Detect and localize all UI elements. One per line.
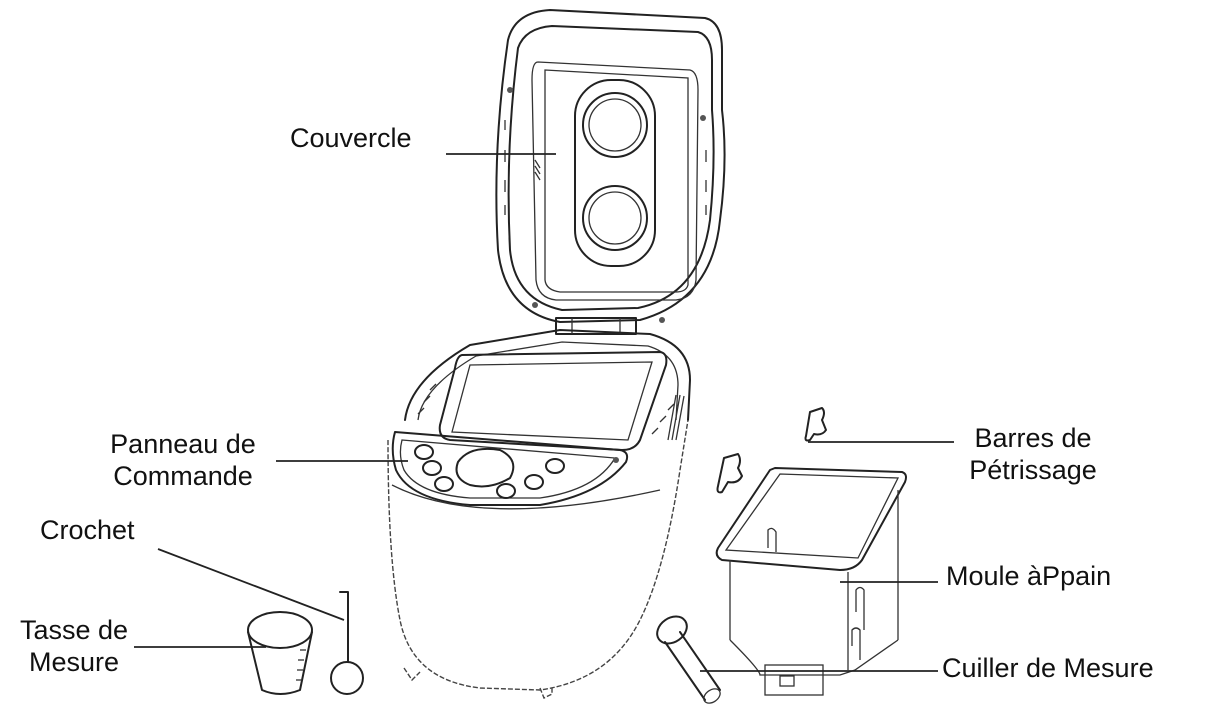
hook-drawing <box>330 591 364 695</box>
label-panneau-line1: Panneau de <box>110 429 256 459</box>
machine-body-drawing <box>387 329 691 699</box>
label-panneau-line2: Commande <box>113 461 253 491</box>
lid-drawing <box>495 9 726 335</box>
label-barres-line1: Barres de <box>974 423 1092 453</box>
label-panneau-de-commande: Panneau de Commande <box>88 428 278 492</box>
kneading-bars-drawing <box>716 407 827 494</box>
label-couvercle: Couvercle <box>290 123 412 153</box>
measuring-cup-drawing <box>247 611 313 695</box>
label-cuiller-de-mesure: Cuiller de Mesure <box>942 653 1154 683</box>
label-tasse-line2: Mesure <box>28 647 120 677</box>
label-moule-a-pain: Moule àPpain <box>946 561 1112 591</box>
bread-pan-drawing <box>715 467 907 696</box>
leader-crochet <box>157 548 345 621</box>
label-barres-line2: Pétrissage <box>969 455 1097 485</box>
label-crochet: Crochet <box>40 515 135 545</box>
measuring-spoon-drawing <box>656 615 721 704</box>
label-barres-de-petrissage: Barres de Pétrissage <box>948 422 1118 486</box>
label-tasse-line1: Tasse de <box>19 615 129 645</box>
label-tasse-de-mesure: Tasse de Mesure <box>6 614 142 678</box>
